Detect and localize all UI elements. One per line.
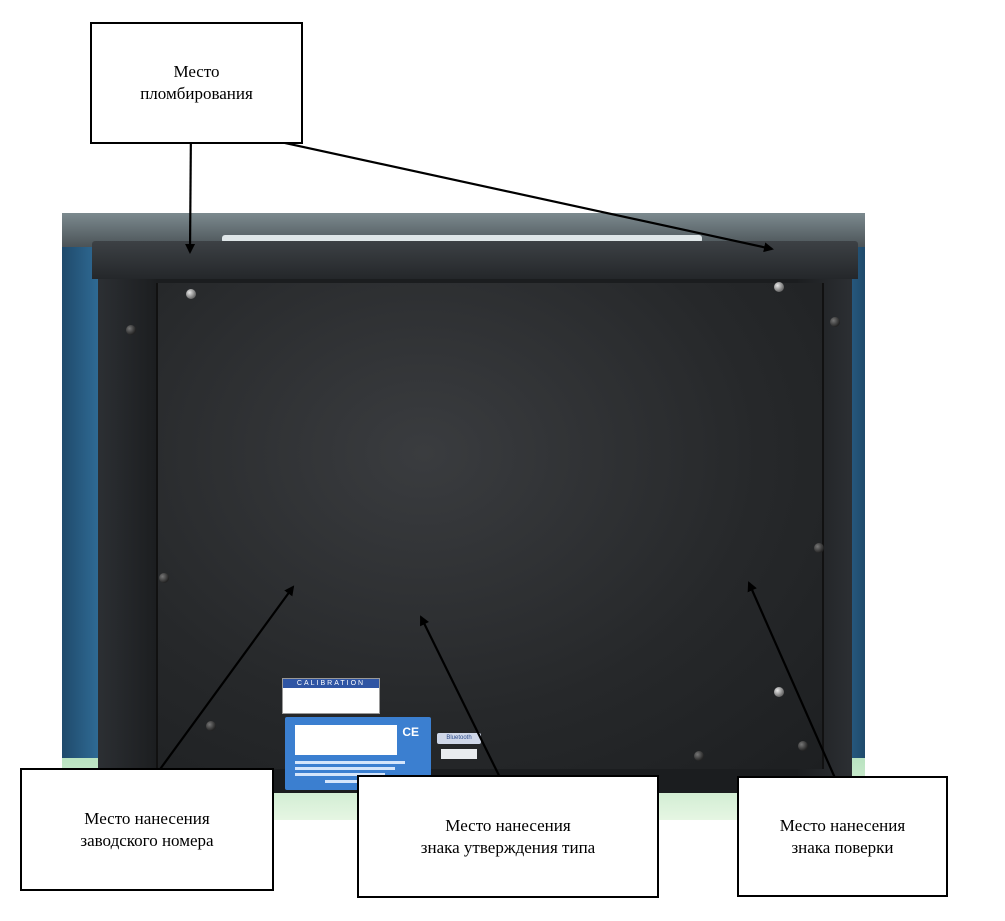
rear-panel <box>156 283 824 769</box>
callout-line: Место <box>173 62 220 81</box>
calibration-sticker: CALIBRATION <box>282 678 380 714</box>
screw <box>159 573 169 583</box>
screw <box>186 289 196 299</box>
callout-line: знака поверки <box>791 837 894 857</box>
rating-line <box>295 761 405 764</box>
bluetooth-sticker: Bluetooth <box>437 733 481 744</box>
rating-line <box>295 767 395 770</box>
frame-left <box>98 279 156 793</box>
callout-line: Место нанесения <box>779 815 906 835</box>
callout-sealing-place: Место пломбирования <box>90 22 303 144</box>
calibration-title: CALIBRATION <box>283 679 379 688</box>
ce-mark: CE <box>402 725 419 739</box>
rating-plate: CE <box>285 717 431 790</box>
callout-line: Место нанесения <box>445 815 571 835</box>
callout-verification-mark-place: Место нанесения знака поверки <box>737 776 948 897</box>
screw <box>830 317 840 327</box>
rating-line <box>295 773 385 776</box>
screw <box>126 325 136 335</box>
small-sticker <box>441 749 477 759</box>
callout-serial-number-place: Место нанесения заводского номера <box>20 768 274 891</box>
device-body <box>98 279 852 793</box>
screw <box>206 721 216 731</box>
device-housing: CALIBRATION CE Bluetooth <box>92 241 858 793</box>
callout-line: заводского номера <box>80 830 214 850</box>
screw <box>798 741 808 751</box>
callout-line: знака утверждения типа <box>420 837 596 857</box>
rating-plate-fields <box>295 725 397 755</box>
device-photo: CALIBRATION CE Bluetooth <box>62 213 865 820</box>
callout-line: пломбирования <box>140 84 253 103</box>
screw <box>694 751 704 761</box>
screw <box>774 687 784 697</box>
callout-type-approval-place: Место нанесения знака утверждения типа <box>357 775 659 898</box>
screw <box>774 282 784 292</box>
callout-line: Место нанесения <box>84 808 210 828</box>
device-top-cover <box>92 241 858 279</box>
screw <box>814 543 824 553</box>
